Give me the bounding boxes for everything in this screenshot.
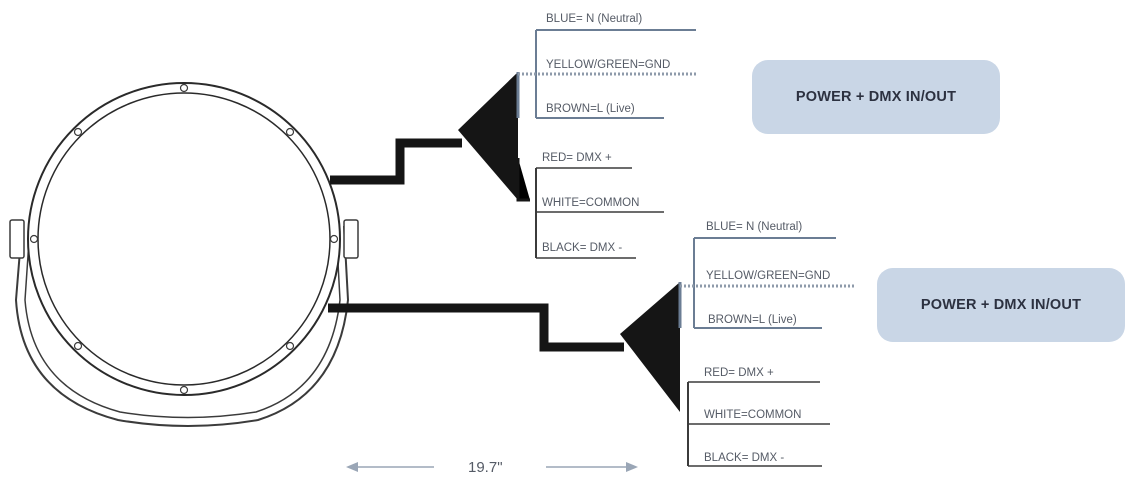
- fixture-inner-ring: [37, 92, 331, 386]
- arrow-left-icon: [346, 462, 358, 472]
- wire-label-blue: BLUE= N (Neutral): [546, 13, 642, 25]
- wire-label-black: BLACK= DMX -: [704, 452, 784, 464]
- fixture-left-knob: [9, 219, 25, 259]
- fixture-right-knob: [343, 219, 359, 259]
- cable-2-line: [328, 303, 624, 352]
- wire-label-white: WHITE=COMMON: [704, 409, 801, 421]
- screw: [285, 341, 295, 351]
- fixture-screws: [29, 83, 339, 395]
- cable-2: BLUE= N (Neutral) YELLOW/GREEN=GND BROWN…: [328, 221, 856, 467]
- wire-label-yellow-green: YELLOW/GREEN=GND: [546, 59, 670, 71]
- screw: [329, 234, 339, 244]
- wire-label-brown: BROWN=L (Live): [708, 314, 797, 326]
- wire-label-red: RED= DMX +: [704, 367, 774, 379]
- wire-label-brown: BROWN=L (Live): [546, 103, 635, 115]
- cable-length-dimension: 19.7": [346, 459, 638, 476]
- cable-length-label: 19.7": [468, 459, 503, 476]
- fixture-yoke-inner: [24, 225, 341, 419]
- arrow-right-icon: [626, 462, 638, 472]
- badge-1-label: POWER + DMX IN/OUT: [795, 89, 957, 105]
- badge-2-label: POWER + DMX IN/OUT: [920, 297, 1082, 313]
- fixture-yoke: [14, 225, 350, 427]
- power-dmx-badge-1: POWER + DMX IN/OUT: [752, 60, 1000, 134]
- wire-label-black: BLACK= DMX -: [542, 242, 622, 254]
- screw: [73, 341, 83, 351]
- power-dmx-badge-2: POWER + DMX IN/OUT: [877, 268, 1125, 342]
- screw: [285, 127, 295, 137]
- screw: [73, 127, 83, 137]
- screw: [179, 385, 189, 395]
- wire-label-yellow-green: YELLOW/GREEN=GND: [706, 270, 830, 282]
- screw: [179, 83, 189, 93]
- wire-label-blue: BLUE= N (Neutral): [706, 221, 802, 233]
- cable-1-line: [330, 138, 462, 185]
- cable-1: BLUE= N (Neutral) YELLOW/GREEN=GND BROWN…: [330, 13, 696, 259]
- wire-label-red: RED= DMX +: [542, 152, 612, 164]
- fixture: [9, 82, 359, 427]
- cable-1-lower-bus: [516, 158, 530, 202]
- screw: [29, 234, 39, 244]
- cable-2-breakout: [620, 282, 680, 412]
- cable-1-breakout: [458, 72, 518, 200]
- wire-label-white: WHITE=COMMON: [542, 197, 639, 209]
